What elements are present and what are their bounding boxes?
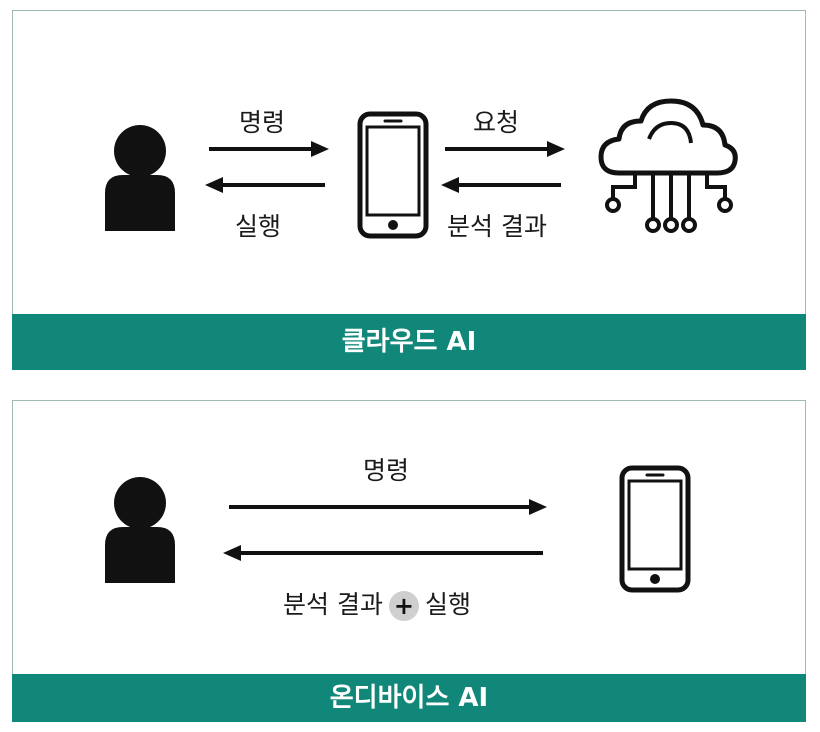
label-command: 명령: [363, 456, 410, 485]
label-analysis-result: 분석 결과: [447, 212, 547, 241]
arrow-right-icon: [209, 141, 329, 157]
label-result-plus-execute: 분석 결과+실행: [283, 585, 471, 621]
label-command: 명령: [239, 108, 286, 137]
smartphone-icon: [619, 465, 691, 593]
plus-badge: +: [388, 591, 419, 621]
label-analysis-result: 분석 결과: [283, 590, 383, 619]
person-icon: [105, 477, 175, 583]
arrow-left-icon: [223, 545, 543, 561]
cloud-ai-panel: 명령 실행 요청 분석 결과 클라우드 AI: [12, 10, 806, 370]
label-execute: 실행: [424, 590, 471, 619]
person-icon: [105, 125, 175, 231]
arrow-right-icon: [445, 141, 565, 157]
arrow-right-icon: [229, 499, 547, 515]
arrow-left-icon: [205, 177, 325, 193]
arrow-left-icon: [441, 177, 561, 193]
smartphone-icon: [357, 111, 429, 239]
label-request: 요청: [473, 108, 520, 137]
label-execute: 실행: [235, 212, 282, 241]
cloud-ai-banner: 클라우드 AI: [12, 314, 806, 370]
on-device-ai-banner: 온디바이스 AI: [12, 674, 806, 722]
cloud-network-icon: [598, 98, 738, 233]
on-device-ai-panel: 명령 분석 결과+실행 온디바이스 AI: [12, 400, 806, 722]
